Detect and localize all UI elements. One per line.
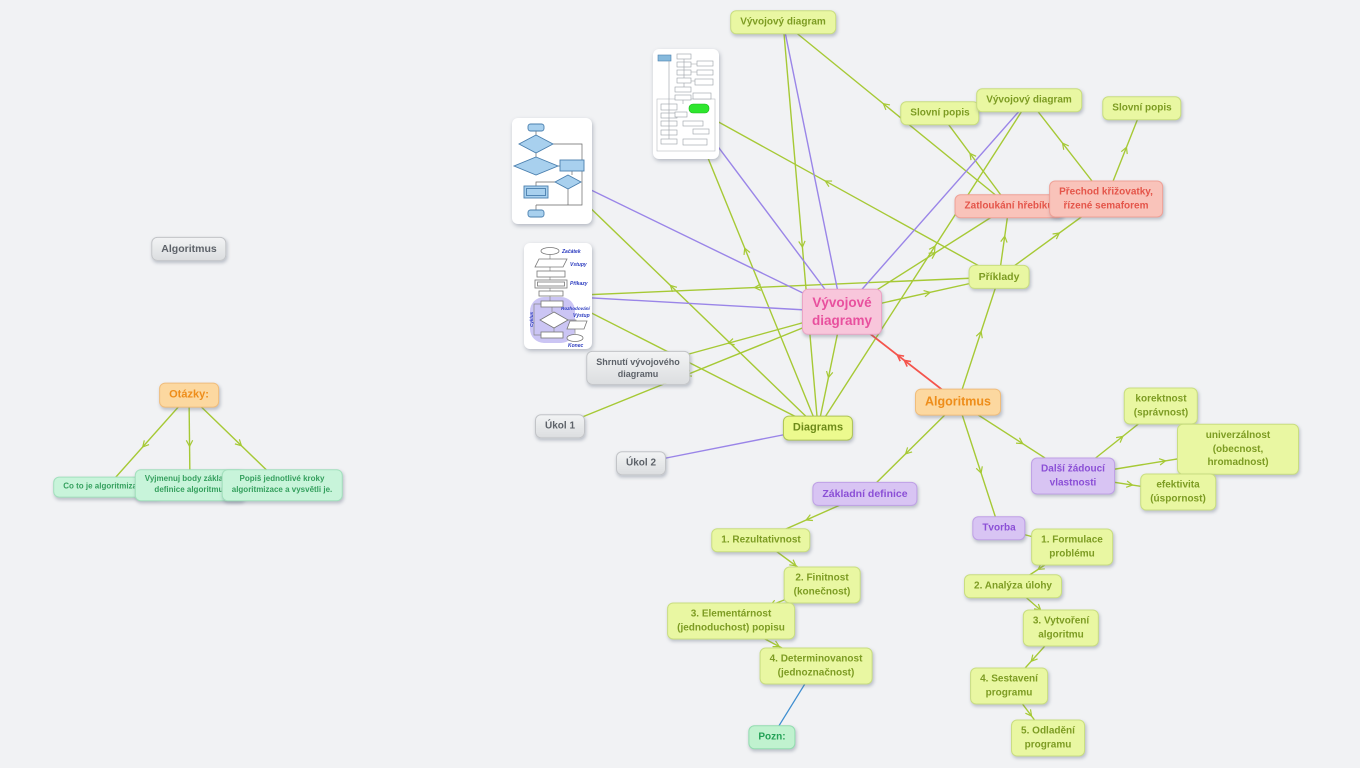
zakladni-definice-node[interactable]: Základní definice [812,481,918,507]
edge-diagrams-to-img2 [551,170,819,429]
flowchart-label-vystup: Výstup [573,313,590,319]
efektivita-node[interactable]: efektivita (úspornost) [1140,473,1216,511]
edge-vyvojovy-diagram-top-to-diagrams [782,21,819,429]
edge-arrowhead [1158,458,1167,466]
prechod-krizovatky-node[interactable]: Přechod křižovatky, řízené semaforem [1049,180,1163,218]
flowchart-label-prikazy: Příkazy [570,281,588,287]
edge-arrowhead [743,246,751,255]
sestaveni-node[interactable]: 4. Sestavení programu [970,667,1048,705]
edge-arrowhead [789,559,798,567]
edge-arrowhead [753,283,762,292]
edge-arrowhead [1120,146,1128,155]
analyza-node[interactable]: 2. Analýza úlohy [964,574,1062,598]
vyvojove-diagramy-node[interactable]: Vývojové diagramy [801,288,883,336]
edge-arrowhead [904,447,913,455]
edge-arrowhead [923,289,932,298]
edge-priklady-to-img3 [557,276,1000,297]
edge-arrowhead [234,439,243,447]
edge-arrowhead [975,466,983,475]
edge-arrowhead [825,370,834,379]
edge-arrowhead [1061,142,1069,150]
edge-arrowhead [896,353,905,362]
finitnost-node[interactable]: 2. Finitnost (konečnost) [783,566,861,604]
ukol-1-node[interactable]: Úkol 1 [534,414,586,438]
complex-flowchart-thumbnail[interactable] [653,49,719,159]
flowchart-label-zacatek: Začátek [561,249,581,255]
diagrams-node[interactable]: Diagrams [782,415,854,441]
edge-zatloukani-hrebiku-to-slovni-popis-1 [939,112,1010,207]
edge-arrowhead [882,102,891,111]
edge-arrowhead [824,180,833,188]
flowchart-label-konec: Konec [568,343,584,349]
flowchart-label-rozhodovani: Rozhodování [561,306,591,311]
zatloukani-hrebiku-node[interactable]: Zatloukání hřebíku [954,194,1064,218]
formulace-node[interactable]: 1. Formulace problému [1031,528,1113,566]
edge-zatloukani-hrebiku-to-vyvojovy-diagram-top [782,21,1010,207]
tvorba-node[interactable]: Tvorba [972,516,1026,540]
edge-algoritmus-to-tvorba [957,401,1000,529]
labeled-flowchart-thumbnail[interactable]: Začátek Vstupy Příkazy Rozhodování Výstu… [524,243,592,349]
edge-arrowhead [726,338,735,346]
otazky-node[interactable]: Otázky: [159,382,219,408]
edge-arrowhead [975,330,983,339]
algoritmus-gray-node[interactable]: Algoritmus [151,236,227,262]
edge-arrowhead [928,245,936,253]
elementarnost-node[interactable]: 3. Elementárnost (jednoduchost) popisu [667,602,795,640]
shrnuti-node[interactable]: Shrnutí vývojového diagramu [586,350,690,386]
edge-arrowhead [185,439,194,448]
edge-vyvojove-diagramy-to-img3 [557,295,843,313]
priklady-node[interactable]: Příklady [968,264,1030,290]
edge-arrowhead [1116,435,1124,443]
edge-vyvojovy-diagram-top-to-vyvojove-diagramy [782,21,843,313]
slovni-popis-2-node[interactable]: Slovní popis [1102,96,1182,120]
edge-otazky-to-otazka-1 [106,394,190,488]
algoritmus-node[interactable]: Algoritmus [915,388,1001,416]
edge-vyvojove-diagramy-to-img2 [551,170,843,313]
edge-vyvojovy-diagram-right-to-vyvojove-diagramy [841,99,1030,313]
edge-arrowhead [798,240,806,249]
edge-algoritmus-to-zakladni-definice [864,401,959,495]
flowchart-label-cyklus: Cyklus [529,311,534,327]
edge-arrowhead [804,514,813,522]
edge-arrowhead [969,152,977,161]
odladeni-node[interactable]: 5. Odladění programu [1011,719,1085,757]
edge-arrowhead [1000,234,1008,243]
rezultativnost-node[interactable]: 1. Rezultativnost [711,528,811,552]
edge-arrowhead [1030,654,1038,663]
univerzalnost-node[interactable]: univerzálnost (obecnost, hromadnost) [1177,423,1299,475]
otazka-3-node[interactable]: Popiš jednotlivé kroky algoritmizace a v… [221,469,343,501]
edge-diagrams-to-vyvojovy-diagram-right [817,99,1030,429]
edge-algoritmus-to-priklady [957,276,1000,403]
vyvojovy-diagram-right-node[interactable]: Vývojový diagram [976,88,1082,112]
edge-priklady-to-img1 [685,103,1000,278]
dalsi-zadouci-node[interactable]: Další žádoucí vlastnosti [1031,457,1115,495]
vytvoreni-node[interactable]: 3. Vytvoření algoritmu [1022,609,1100,647]
edge-arrowhead [1125,480,1134,488]
slovni-popis-1-node[interactable]: Slovní popis [900,101,980,125]
determinovanost-node[interactable]: 4. Determinovanost (jednoznačnost) [759,647,873,685]
decision-flowchart-thumbnail[interactable] [512,118,592,224]
flowchart-label-vstupy: Vstupy [570,262,587,268]
korektnost-node[interactable]: korektnost (správnost) [1123,387,1199,425]
pozn-node[interactable]: Pozn: [748,725,796,749]
edge-arrowhead [772,640,781,648]
vyvojovy-diagram-top-node[interactable]: Vývojový diagram [730,10,836,34]
edge-arrowhead [669,284,678,293]
edge-arrowhead [1025,709,1033,718]
edge-arrowhead [1052,232,1061,240]
edge-arrowhead [141,440,150,448]
edge-arrowhead [903,359,912,367]
ukol-2-node[interactable]: Úkol 2 [615,451,667,475]
edge-arrowhead [1015,437,1024,445]
